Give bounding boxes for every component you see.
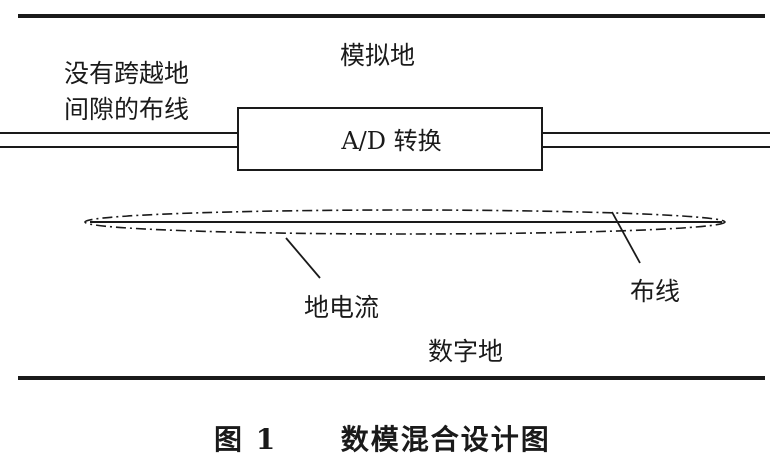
no-gap-crossing-label-line2: 间隙的布线 bbox=[64, 95, 190, 124]
ad-converter-label: A/D 转换 bbox=[341, 127, 442, 155]
ground-current-leader bbox=[285, 237, 321, 279]
figure-caption: 图 1 数模混合设计图 bbox=[214, 418, 551, 458]
analog-ground-label: 模拟地 bbox=[340, 41, 416, 70]
digital-ground-label: 数字地 bbox=[428, 337, 504, 366]
ground-current-loop bbox=[84, 209, 726, 235]
trace-leader bbox=[611, 211, 641, 264]
no-gap-crossing-label-line1: 没有跨越地 bbox=[64, 59, 190, 88]
ground-current-label: 地电流 bbox=[304, 293, 380, 322]
figure-title: 数模混合设计图 bbox=[340, 423, 551, 456]
figure-number: 图 1 bbox=[214, 423, 278, 456]
ad-converter-box bbox=[237, 107, 543, 171]
trace-label: 布线 bbox=[630, 277, 681, 306]
